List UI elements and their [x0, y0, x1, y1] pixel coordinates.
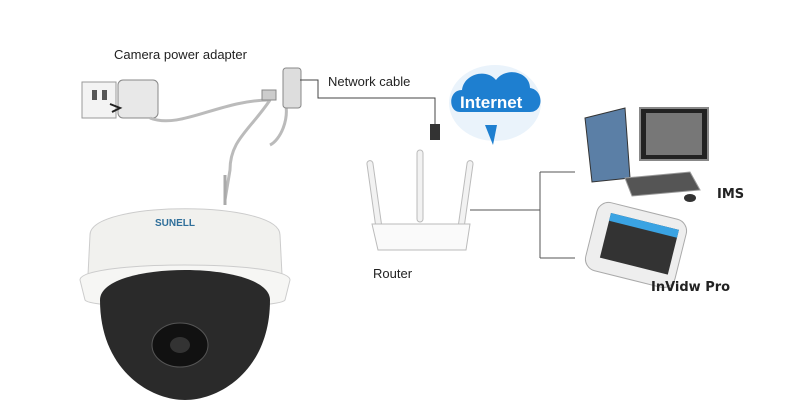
wall-socket-icon [81, 81, 117, 119]
dome-camera-icon [79, 175, 291, 400]
router-icon [366, 149, 474, 251]
network-cable [300, 79, 436, 125]
connection-lines [470, 171, 575, 259]
camera-connector-icon [261, 67, 302, 109]
smartphone-icon [584, 201, 688, 289]
network-cable-label: Network cable [328, 74, 411, 89]
computer-icon [584, 107, 709, 202]
internet-cloud-icon [449, 65, 541, 145]
power-adapter-label: Camera power adapter [114, 47, 247, 62]
invidw-pro-label: InVidw Pro [651, 280, 731, 295]
rj45-plug-icon [430, 124, 440, 140]
power-adapter-icon [109, 79, 159, 119]
internet-label: Internet [460, 93, 523, 112]
ims-label: IMS [717, 187, 745, 202]
router-label: Router [373, 266, 413, 281]
power-cable [149, 98, 288, 201]
sunell-logo: SUNELL [155, 218, 195, 229]
